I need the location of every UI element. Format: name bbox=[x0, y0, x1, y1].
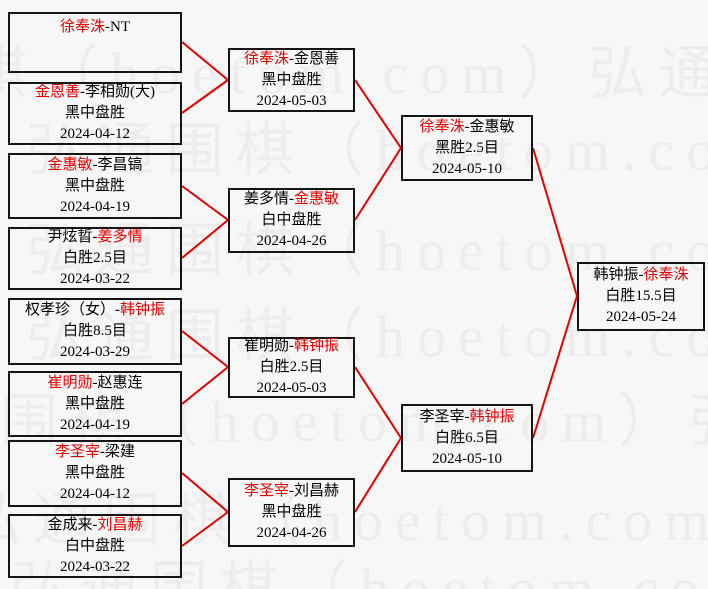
player-name-winner: 韩钟振 bbox=[119, 302, 165, 318]
match-box-r3-2: 李圣宰-韩钟振 白胜6.5目 2024-05-10 bbox=[401, 404, 533, 472]
match-result: 黑中盘胜 bbox=[64, 465, 125, 481]
watermark-text: 弘通围棋（hoetom.com）弘通围棋（hoetom.com） bbox=[26, 304, 708, 369]
match-box-r2-3: 崔明勋-韩钟振 白胜2.5目 2024-05-03 bbox=[228, 337, 355, 398]
match-box-r2-4: 李圣宰-刘昌赫 黑中盘胜 2024-04-26 bbox=[228, 478, 355, 547]
match-date: 2024-04-12 bbox=[60, 486, 130, 502]
player-name: -金惠敏 bbox=[464, 118, 515, 135]
player-name: -李相勋(大) bbox=[80, 84, 155, 100]
player-name: 韩钟振- bbox=[593, 267, 644, 283]
player-name: -赵惠连 bbox=[92, 374, 143, 391]
player-name: -NT bbox=[105, 19, 130, 35]
watermark-text: 弘通围棋（hoetom.com）弘通围棋（hoetom.com） bbox=[10, 556, 708, 589]
match-result: 黑中盘胜 bbox=[261, 71, 322, 88]
match-box-r1-7: 李圣宰-梁建 黑中盘胜 2024-04-12 bbox=[8, 440, 182, 507]
match-date: 2024-05-10 bbox=[432, 450, 502, 467]
match-date: 2024-03-22 bbox=[60, 271, 130, 287]
match-box-r3-1: 徐奉洙-金惠敏 黑胜2.5目 2024-05-10 bbox=[401, 115, 533, 181]
player-name-winner: 李圣宰 bbox=[243, 483, 289, 499]
player-name: 崔明勋- bbox=[243, 338, 294, 354]
player-name-winner: 韩钟振 bbox=[469, 408, 515, 425]
match-box-r1-4: 尹炫晢-姜多情 白胜2.5目 2024-03-22 bbox=[8, 227, 182, 290]
player-name-winner: 金恩善 bbox=[34, 84, 80, 100]
match-box-r2-2: 姜多情-金惠敏 白中盘胜 2024-04-26 bbox=[228, 188, 355, 253]
match-box-r1-2: 金恩善-李相勋(大) 黑中盘胜 2024-04-12 bbox=[8, 82, 182, 145]
match-date: 2024-04-26 bbox=[256, 233, 327, 249]
player-name-winner: 金惠敏 bbox=[47, 156, 93, 173]
match-date: 2024-03-22 bbox=[60, 558, 130, 575]
player-name: -李昌镐 bbox=[92, 156, 143, 173]
match-result: 白中盘胜 bbox=[261, 212, 322, 228]
watermark-text: 弘通围棋（hoetom.com）弘通围棋（hoetom.com） bbox=[26, 118, 708, 183]
player-name-winner: 刘昌赫 bbox=[97, 516, 143, 533]
match-date: 2024-03-29 bbox=[60, 344, 130, 360]
match-box-r1-8: 金成来-刘昌赫 白中盘胜 2024-03-22 bbox=[8, 514, 182, 578]
player-name: 李圣宰- bbox=[419, 408, 470, 425]
match-date: 2024-04-19 bbox=[60, 198, 130, 215]
player-name-winner: 韩钟振 bbox=[293, 338, 339, 354]
match-date: 2024-04-26 bbox=[256, 525, 327, 541]
match-result: 白胜8.5目 bbox=[63, 323, 127, 339]
player-name: 尹炫晢- bbox=[47, 229, 98, 245]
player-name-winner: 姜多情 bbox=[97, 229, 143, 245]
match-box-r1-6: 崔明勋-赵惠连 黑中盘胜 2024-04-19 bbox=[8, 371, 182, 437]
player-name: 金成来- bbox=[47, 516, 98, 533]
match-result: 白胜2.5目 bbox=[63, 250, 127, 266]
match-date: 2024-05-24 bbox=[606, 309, 676, 325]
match-box-r1-3: 金惠敏-李昌镐 黑中盘胜 2024-04-19 bbox=[8, 153, 182, 219]
watermark-text: 弘通围棋（hoetom.com）弘通围棋（hoetom.com） bbox=[26, 218, 708, 283]
player-name: 姜多情- bbox=[243, 191, 294, 207]
player-name-winner: 李圣宰 bbox=[54, 444, 100, 460]
match-result: 白胜2.5目 bbox=[259, 359, 324, 375]
match-result: 白胜15.5目 bbox=[605, 288, 677, 304]
match-date: 2024-05-03 bbox=[256, 380, 327, 396]
match-result: 黑中盘胜 bbox=[64, 105, 125, 121]
player-name: -金恩善 bbox=[289, 50, 339, 67]
match-result: 黑中盘胜 bbox=[64, 395, 125, 412]
player-name: -刘昌赫 bbox=[289, 483, 339, 499]
player-name-winner: 徐奉洙 bbox=[643, 267, 689, 283]
player-name: 权孝珍（女）- bbox=[24, 302, 120, 318]
player-name-winner: 徐奉洙 bbox=[243, 50, 289, 67]
match-box-r2-1: 徐奉洙-金恩善 黑中盘胜 2024-05-03 bbox=[228, 48, 355, 112]
player-name: -梁建 bbox=[100, 444, 135, 460]
match-date: 2024-05-03 bbox=[256, 92, 327, 109]
player-name-winner: 徐奉洙 bbox=[59, 19, 105, 35]
match-box-final: 韩钟振-徐奉洙 白胜15.5目 2024-05-24 bbox=[577, 262, 705, 331]
match-date: 2024-05-10 bbox=[432, 160, 502, 177]
match-result: 黑中盘胜 bbox=[261, 504, 322, 520]
match-result: 白中盘胜 bbox=[64, 537, 125, 554]
player-name-winner: 崔明勋 bbox=[47, 374, 93, 391]
match-result: 白胜6.5目 bbox=[435, 429, 499, 446]
match-result: 黑胜2.5目 bbox=[435, 139, 499, 156]
match-result: 黑中盘胜 bbox=[64, 177, 125, 194]
player-name-winner: 金惠敏 bbox=[293, 191, 339, 207]
match-date: 2024-04-12 bbox=[60, 126, 130, 142]
match-date: 2024-04-19 bbox=[60, 416, 130, 433]
match-box-r1-5: 权孝珍（女）-韩钟振 白胜8.5目 2024-03-29 bbox=[8, 298, 182, 365]
player-name-winner: 徐奉洙 bbox=[419, 118, 465, 135]
match-box-r1-1: 徐奉洙-NT bbox=[8, 12, 182, 73]
